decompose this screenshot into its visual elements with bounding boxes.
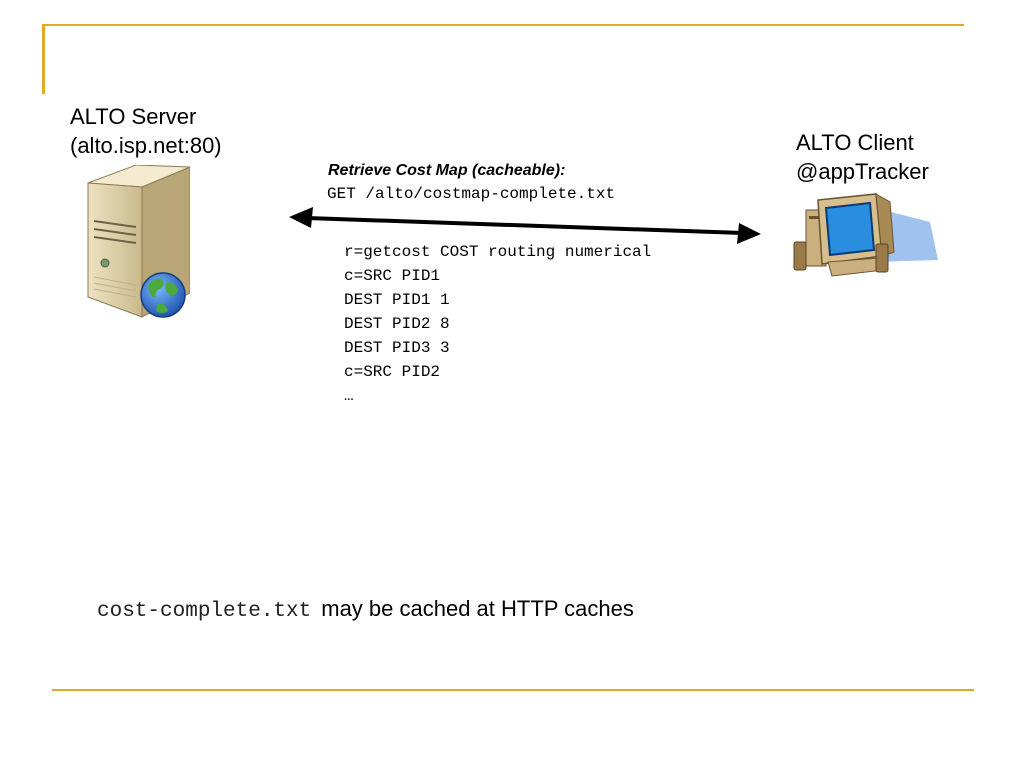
message-title: Retrieve Cost Map (cacheable): — [328, 162, 566, 179]
response-line: DEST PID1 1 — [344, 291, 450, 309]
client-label: ALTO Client @appTracker — [796, 128, 929, 186]
desktop-computer-icon — [793, 193, 938, 277]
response-line: r=getcost COST routing numerical — [344, 243, 652, 261]
cache-note-filename: cost-complete.txt — [97, 600, 312, 623]
cache-note-text: may be cached at HTTP caches — [321, 596, 634, 621]
response-line: … — [344, 387, 354, 405]
left-rule — [42, 24, 45, 94]
response-line: DEST PID2 8 — [344, 315, 450, 333]
response-line: c=SRC PID2 — [344, 363, 441, 381]
message-request: GET /alto/costmap-complete.txt — [327, 185, 616, 203]
response-line: c=SRC PID1 — [344, 267, 441, 285]
response-body: r=getcost COST routing numerical c=SRC P… — [344, 240, 651, 408]
server-name: ALTO Server — [70, 104, 197, 129]
server-address: (alto.isp.net:80) — [70, 133, 222, 158]
server-globe-icon — [87, 165, 190, 318]
top-rule — [42, 24, 964, 26]
response-line: DEST PID3 3 — [344, 339, 450, 357]
request-response-arrow — [289, 207, 761, 244]
server-label: ALTO Server (alto.isp.net:80) — [70, 102, 222, 160]
cache-note: cost-complete.txt may be cached at HTTP c… — [97, 596, 634, 623]
client-name: ALTO Client — [796, 130, 914, 155]
client-tracker: @appTracker — [796, 159, 929, 184]
bottom-rule — [52, 689, 974, 691]
